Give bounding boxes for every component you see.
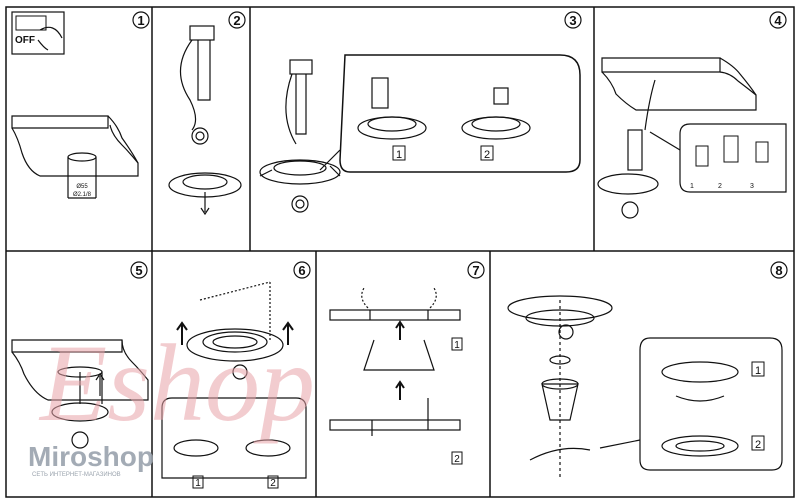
step-number-2: 2 (228, 11, 246, 29)
svg-text:6: 6 (298, 263, 305, 278)
step-number-5: 5 (130, 261, 148, 279)
svg-text:8: 8 (775, 263, 782, 278)
svg-text:Eshop: Eshop (38, 322, 315, 444)
svg-text:OFF: OFF (15, 35, 35, 46)
svg-text:Miroshop: Miroshop (28, 441, 154, 472)
svg-text:2: 2 (755, 439, 761, 451)
svg-text:1: 1 (755, 365, 761, 377)
svg-text:7: 7 (472, 263, 479, 278)
step1-drawing: OFF Ø55 Ø2.1/8 (11, 11, 139, 199)
step6-sub-labels: 1 2 (192, 475, 279, 489)
svg-text:Ø2.1/8: Ø2.1/8 (73, 192, 92, 198)
watermark: Eshop Miroshop СЕТЬ ИНТЕРНЕТ-МАГАЗИНОВ (28, 322, 315, 478)
svg-text:2: 2 (233, 13, 240, 28)
svg-text:2: 2 (270, 478, 276, 489)
step-number-4: 4 (769, 11, 787, 29)
svg-text:2: 2 (718, 183, 722, 190)
svg-text:СЕТЬ ИНТЕРНЕТ-МАГАЗИНОВ: СЕТЬ ИНТЕРНЕТ-МАГАЗИНОВ (32, 472, 121, 478)
step8-sub-labels: 1 2 (751, 361, 765, 451)
step4-sub-labels: 1 2 3 (690, 183, 754, 190)
svg-text:1: 1 (690, 183, 694, 190)
step-number-8: 8 (770, 261, 788, 279)
svg-text:2: 2 (454, 454, 460, 465)
step3-drawing: 1 2 (259, 54, 581, 213)
svg-text:1: 1 (396, 149, 402, 161)
step7-drawing: 1 2 (329, 287, 463, 465)
svg-text:5: 5 (135, 263, 142, 278)
step4-drawing: 1 2 3 (597, 57, 787, 219)
svg-text:Ø55: Ø55 (76, 184, 88, 190)
step8-drawing: 1 2 (507, 295, 783, 480)
step6-drawing: 1 2 (161, 281, 307, 489)
panel-frames (5, 6, 795, 498)
step7-sub-labels: 1 2 (451, 337, 463, 465)
svg-text:3: 3 (569, 13, 576, 28)
svg-text:3: 3 (750, 183, 754, 190)
step-number-6: 6 (293, 261, 311, 279)
svg-text:2: 2 (484, 149, 490, 161)
step-number-7: 7 (467, 261, 485, 279)
step-number-1: 1 (132, 11, 150, 29)
svg-text:4: 4 (774, 13, 782, 28)
svg-text:1: 1 (454, 340, 460, 351)
step2-drawing (168, 25, 242, 216)
step5-drawing (11, 339, 149, 449)
svg-text:1: 1 (137, 13, 144, 28)
svg-text:1: 1 (195, 478, 201, 489)
step-number-3: 3 (564, 11, 582, 29)
step-numbers: 1 2 3 4 5 6 7 8 (130, 11, 788, 279)
step3-sub-labels: 1 2 (392, 145, 494, 161)
